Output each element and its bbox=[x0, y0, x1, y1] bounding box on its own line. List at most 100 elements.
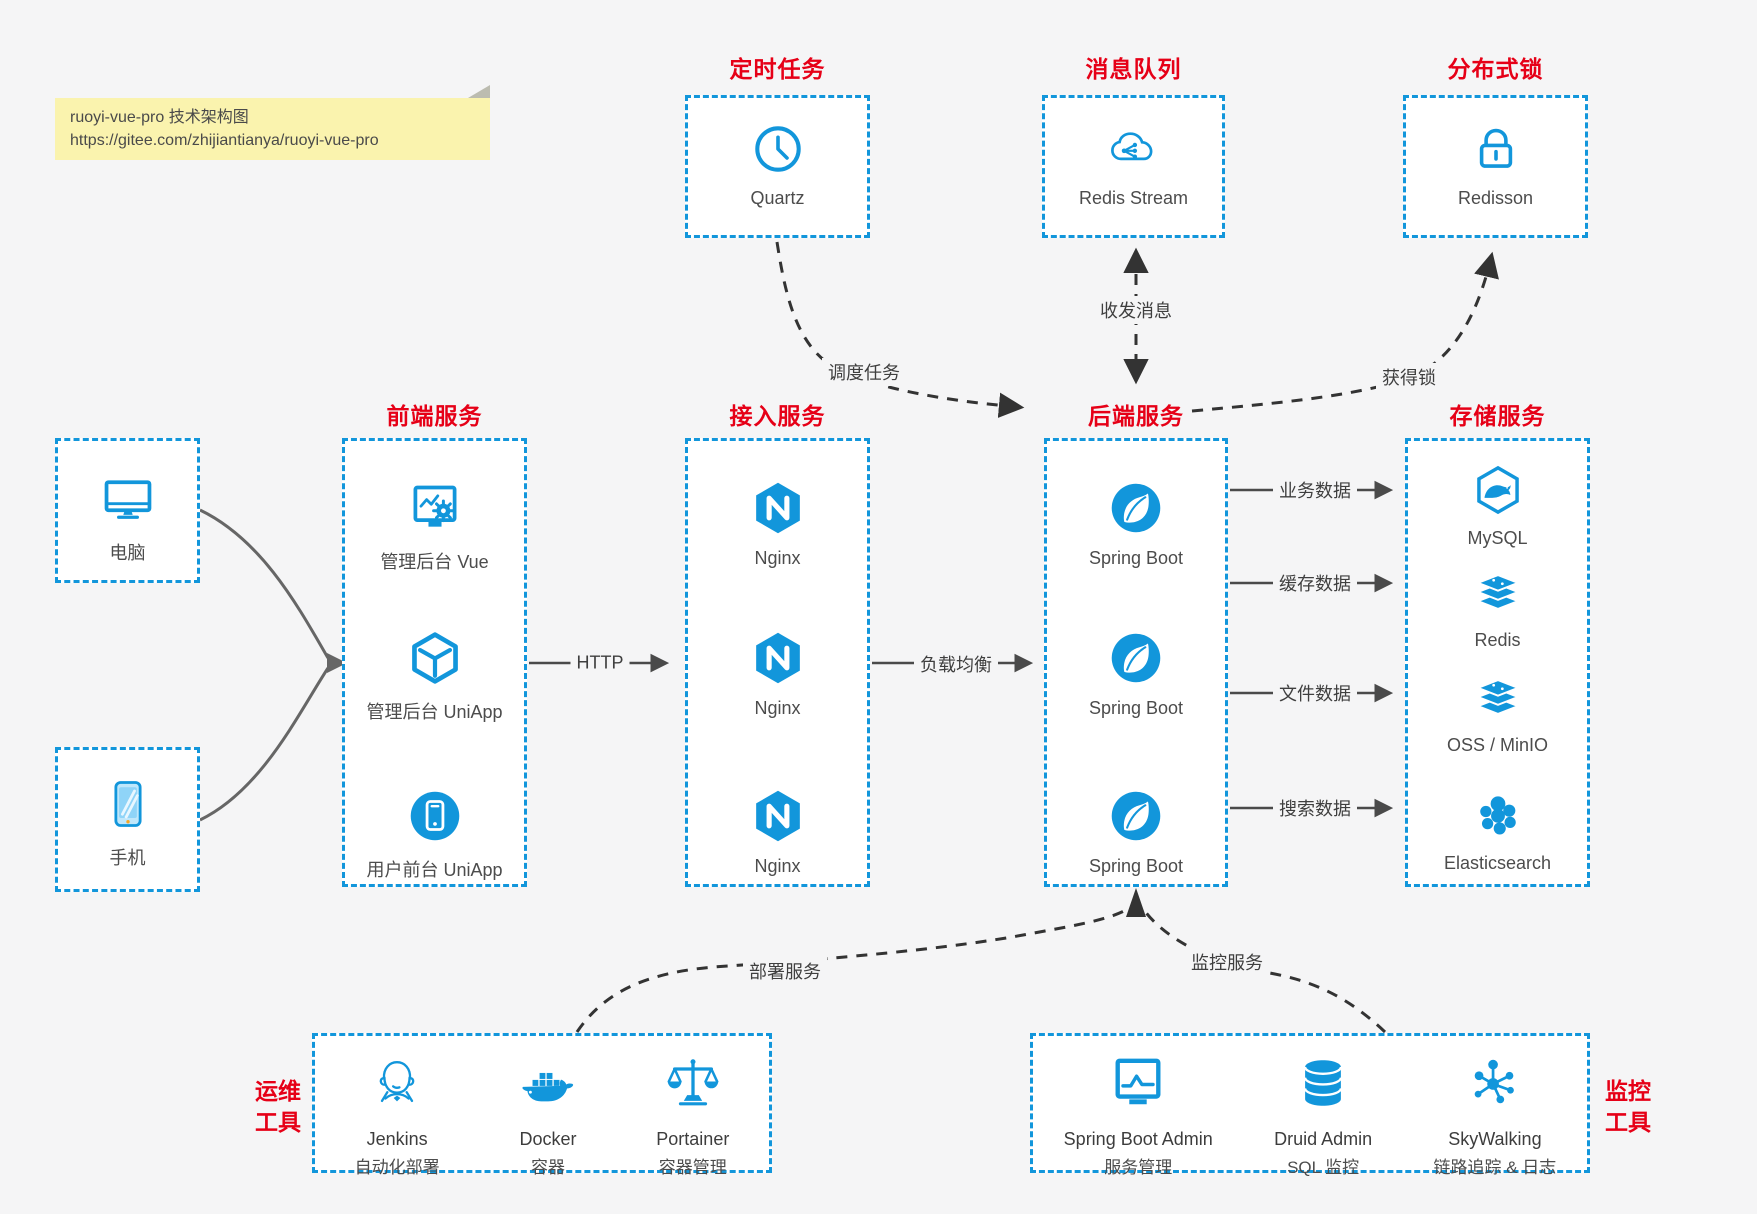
monitor-item-name: SkyWalking bbox=[1448, 1129, 1542, 1149]
group-box-message-queue: Redis Stream bbox=[1042, 95, 1225, 238]
group-box-ops-tools: Jenkins 自动化部署 Docker 容器 bbox=[312, 1033, 772, 1177]
ops-item-desc: 自动化部署 bbox=[354, 1158, 440, 1177]
mysql-icon bbox=[1472, 464, 1524, 521]
item-label-user-uniapp: 用户前台 UniApp bbox=[366, 860, 503, 880]
section-title-backend: 后端服务 bbox=[1088, 403, 1184, 429]
edge-label-deploy-service: 部署服务 bbox=[743, 957, 827, 985]
item-label-mysql: MySQL bbox=[1467, 528, 1528, 548]
cloud-message-icon bbox=[1107, 122, 1161, 181]
edge-pc-to-frontend bbox=[199, 508, 330, 659]
section-title-frontend: 前端服务 bbox=[386, 403, 483, 429]
client-box-pc: 电脑 bbox=[55, 438, 200, 583]
elasticsearch-icon bbox=[1472, 789, 1524, 846]
item-label-redis-stream: Redis Stream bbox=[1078, 188, 1189, 208]
lock-icon bbox=[1469, 122, 1523, 181]
nginx-icon bbox=[750, 788, 806, 849]
item-label-spring-boot: Spring Boot bbox=[1088, 698, 1184, 718]
edge-phone-to-frontend bbox=[199, 667, 330, 822]
oss-minio-icon bbox=[1472, 671, 1524, 728]
note-title: ruoyi-vue-pro 技术架构图 bbox=[70, 109, 249, 126]
ops-item-desc: 容器 bbox=[530, 1158, 565, 1177]
monitor-item-desc: 链路追踪 & 日志 bbox=[1433, 1158, 1557, 1177]
edge-label-load-balance: 负载均衡 bbox=[914, 650, 998, 678]
uniapp-cube-icon bbox=[407, 630, 463, 691]
item-label-spring-boot: Spring Boot bbox=[1088, 548, 1184, 568]
user-uniapp-icon bbox=[407, 788, 463, 849]
nginx-icon bbox=[750, 480, 806, 541]
jenkins-icon bbox=[368, 1054, 426, 1117]
section-title-storage: 存储服务 bbox=[1449, 403, 1546, 429]
monitor-item-desc: 服务管理 bbox=[1104, 1158, 1173, 1177]
edge-label-file-data: 文件数据 bbox=[1273, 679, 1357, 707]
monitor-tools-side-label: 监控 工具 bbox=[1605, 1078, 1651, 1135]
monitor-item-desc: SQL 监控 bbox=[1287, 1158, 1360, 1177]
section-title-scheduled-task: 定时任务 bbox=[729, 56, 826, 82]
ops-item-jenkins: Jenkins 自动化部署 bbox=[355, 1054, 440, 1177]
spring-boot-icon bbox=[1108, 788, 1164, 849]
section-title-distributed-lock: 分布式锁 bbox=[1447, 56, 1544, 82]
client-merge-arrowhead bbox=[327, 653, 347, 673]
druid-icon bbox=[1294, 1054, 1352, 1117]
monitor-item-druid: Druid Admin SQL 监控 bbox=[1274, 1054, 1373, 1177]
item-label-elasticsearch: Elasticsearch bbox=[1443, 853, 1552, 873]
group-box-distributed-lock: Redisson bbox=[1403, 95, 1588, 238]
ops-item-docker: Docker 容器 bbox=[519, 1054, 577, 1177]
spring-boot-icon bbox=[1108, 480, 1164, 541]
edge-label-search-data: 搜索数据 bbox=[1273, 794, 1357, 822]
ops-item-name: Portainer bbox=[656, 1129, 730, 1149]
ops-item-name: Jenkins bbox=[366, 1129, 428, 1149]
admin-vue-icon bbox=[407, 480, 463, 541]
ops-item-portainer: Portainer 容器管理 bbox=[656, 1054, 730, 1177]
group-box-gateway: Nginx Nginx Nginx bbox=[685, 438, 870, 887]
ops-item-name: Docker bbox=[519, 1129, 577, 1149]
edge-label-monitor-service: 监控服务 bbox=[1185, 948, 1269, 976]
edge-label-http: HTTP bbox=[570, 651, 630, 675]
monitor-item-skywalking: SkyWalking 链路追踪 & 日志 bbox=[1434, 1054, 1556, 1177]
client-label-phone: 手机 bbox=[109, 848, 146, 868]
edge-label-acquire-lock: 获得锁 bbox=[1376, 363, 1442, 391]
clock-icon bbox=[751, 122, 805, 181]
edge-acquire-lock bbox=[1191, 251, 1499, 413]
item-label-redisson: Redisson bbox=[1457, 188, 1534, 208]
group-box-backend: Spring Boot Spring Boot Spring Boot bbox=[1044, 438, 1228, 887]
desktop-icon bbox=[100, 471, 156, 532]
docker-icon bbox=[519, 1054, 577, 1117]
monitor-item-spring-boot-admin: Spring Boot Admin 服务管理 bbox=[1063, 1054, 1213, 1177]
group-box-storage: MySQL Redis OSS / MinIO bbox=[1405, 438, 1590, 887]
spring-boot-icon bbox=[1108, 630, 1164, 691]
item-label-nginx: Nginx bbox=[754, 548, 801, 568]
item-label-admin-vue: 管理后台 Vue bbox=[380, 552, 489, 572]
portainer-icon bbox=[664, 1054, 722, 1117]
group-box-monitor-tools: Spring Boot Admin 服务管理 Druid Admin SQL 监… bbox=[1030, 1033, 1590, 1177]
client-label-pc: 电脑 bbox=[109, 543, 146, 563]
mobile-icon bbox=[100, 776, 156, 837]
item-label-admin-uniapp: 管理后台 UniApp bbox=[366, 702, 503, 722]
nginx-icon bbox=[750, 630, 806, 691]
edge-label-business-data: 业务数据 bbox=[1273, 476, 1357, 504]
section-title-gateway: 接入服务 bbox=[729, 403, 826, 429]
ops-item-desc: 容器管理 bbox=[658, 1158, 727, 1177]
note-url: https://gitee.com/zhijiantianya/ruoyi-vu… bbox=[70, 132, 379, 149]
monitor-item-name: Spring Boot Admin bbox=[1063, 1129, 1213, 1149]
redis-icon bbox=[1472, 566, 1524, 623]
monitor-item-name: Druid Admin bbox=[1274, 1129, 1373, 1149]
group-box-frontend: 管理后台 Vue 管理后台 UniApp 用户前台 UniApp bbox=[342, 438, 527, 887]
section-title-message-queue: 消息队列 bbox=[1085, 56, 1182, 82]
edge-monitor-service bbox=[1140, 906, 1387, 1034]
group-box-scheduled-task: Quartz bbox=[685, 95, 870, 238]
item-label-quartz: Quartz bbox=[750, 188, 805, 208]
item-label-spring-boot: Spring Boot bbox=[1088, 856, 1184, 876]
skywalking-icon bbox=[1466, 1054, 1524, 1117]
item-label-oss-minio: OSS / MinIO bbox=[1446, 735, 1549, 755]
sticky-note: ruoyi-vue-pro 技术架构图 https://gitee.com/zh… bbox=[55, 85, 490, 160]
spring-boot-admin-icon bbox=[1109, 1054, 1167, 1117]
item-label-nginx: Nginx bbox=[754, 698, 801, 718]
item-label-redis: Redis bbox=[1474, 630, 1521, 650]
deploy-monitor-arrowhead bbox=[1126, 888, 1146, 917]
item-label-nginx: Nginx bbox=[754, 856, 801, 876]
edge-deploy-service bbox=[575, 905, 1132, 1033]
edge-label-schedule-task: 调度任务 bbox=[822, 358, 906, 386]
client-box-phone: 手机 bbox=[55, 747, 200, 892]
edge-label-send-receive-message: 收发消息 bbox=[1094, 296, 1178, 324]
